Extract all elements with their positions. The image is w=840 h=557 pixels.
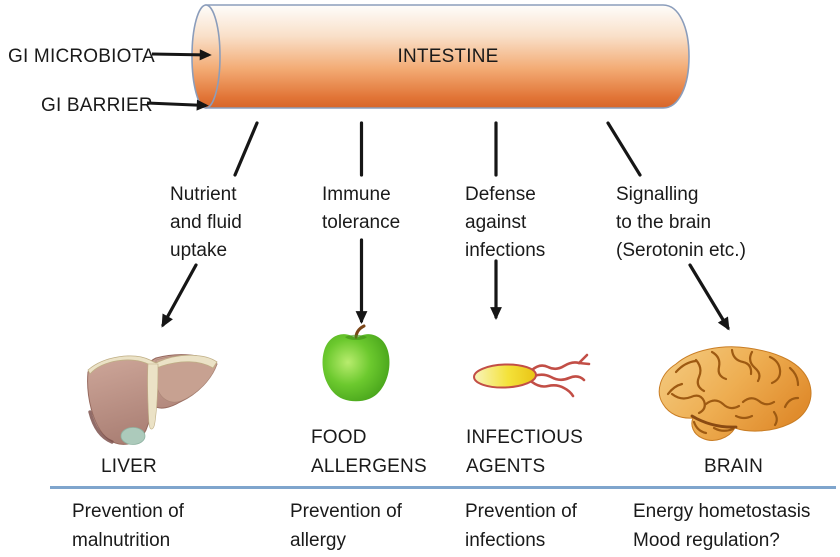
intestine-cylinder [191,4,690,109]
organ-label-brain: BRAIN [704,456,764,477]
organ-label-food-allergens: FOOD ALLERGENS [311,427,427,477]
liver-illustration [87,354,218,445]
apple-illustration [322,324,390,402]
gi-microbiota-label: GI MICROBIOTA [8,46,155,67]
gi-barrier-label: GI BARRIER [41,95,153,116]
organ-label-liver: LIVER [101,456,157,477]
function-label-defense: Defense against infections [465,184,546,261]
outcome-label-malnutrition: Prevention of malnutrition [72,501,184,551]
outcome-label-homeostasis: Energy hometostasis Mood regulation? [633,501,811,551]
organ-arrows [161,238,730,331]
organ-label-infectious-agents: INFECTIOUS AGENTS [466,427,584,477]
intestine-label: INTESTINE [397,46,499,67]
brain-illustration [658,346,812,441]
function-label-immune: Immune tolerance [322,184,401,233]
function-label-signalling: Signalling to the brain (Serotonin etc.) [616,184,746,261]
function-connector-lines [233,121,642,177]
outcome-label-allergy: Prevention of allergy [290,501,402,551]
bacterium-illustration [473,353,591,398]
gi-barrier-arrow [146,99,209,111]
function-label-nutrient: Nutrient and fluid uptake [170,184,242,261]
divider-line [50,486,836,489]
outcome-label-infections: Prevention of infections [465,501,577,551]
gi-microbiota-arrow [151,49,212,61]
